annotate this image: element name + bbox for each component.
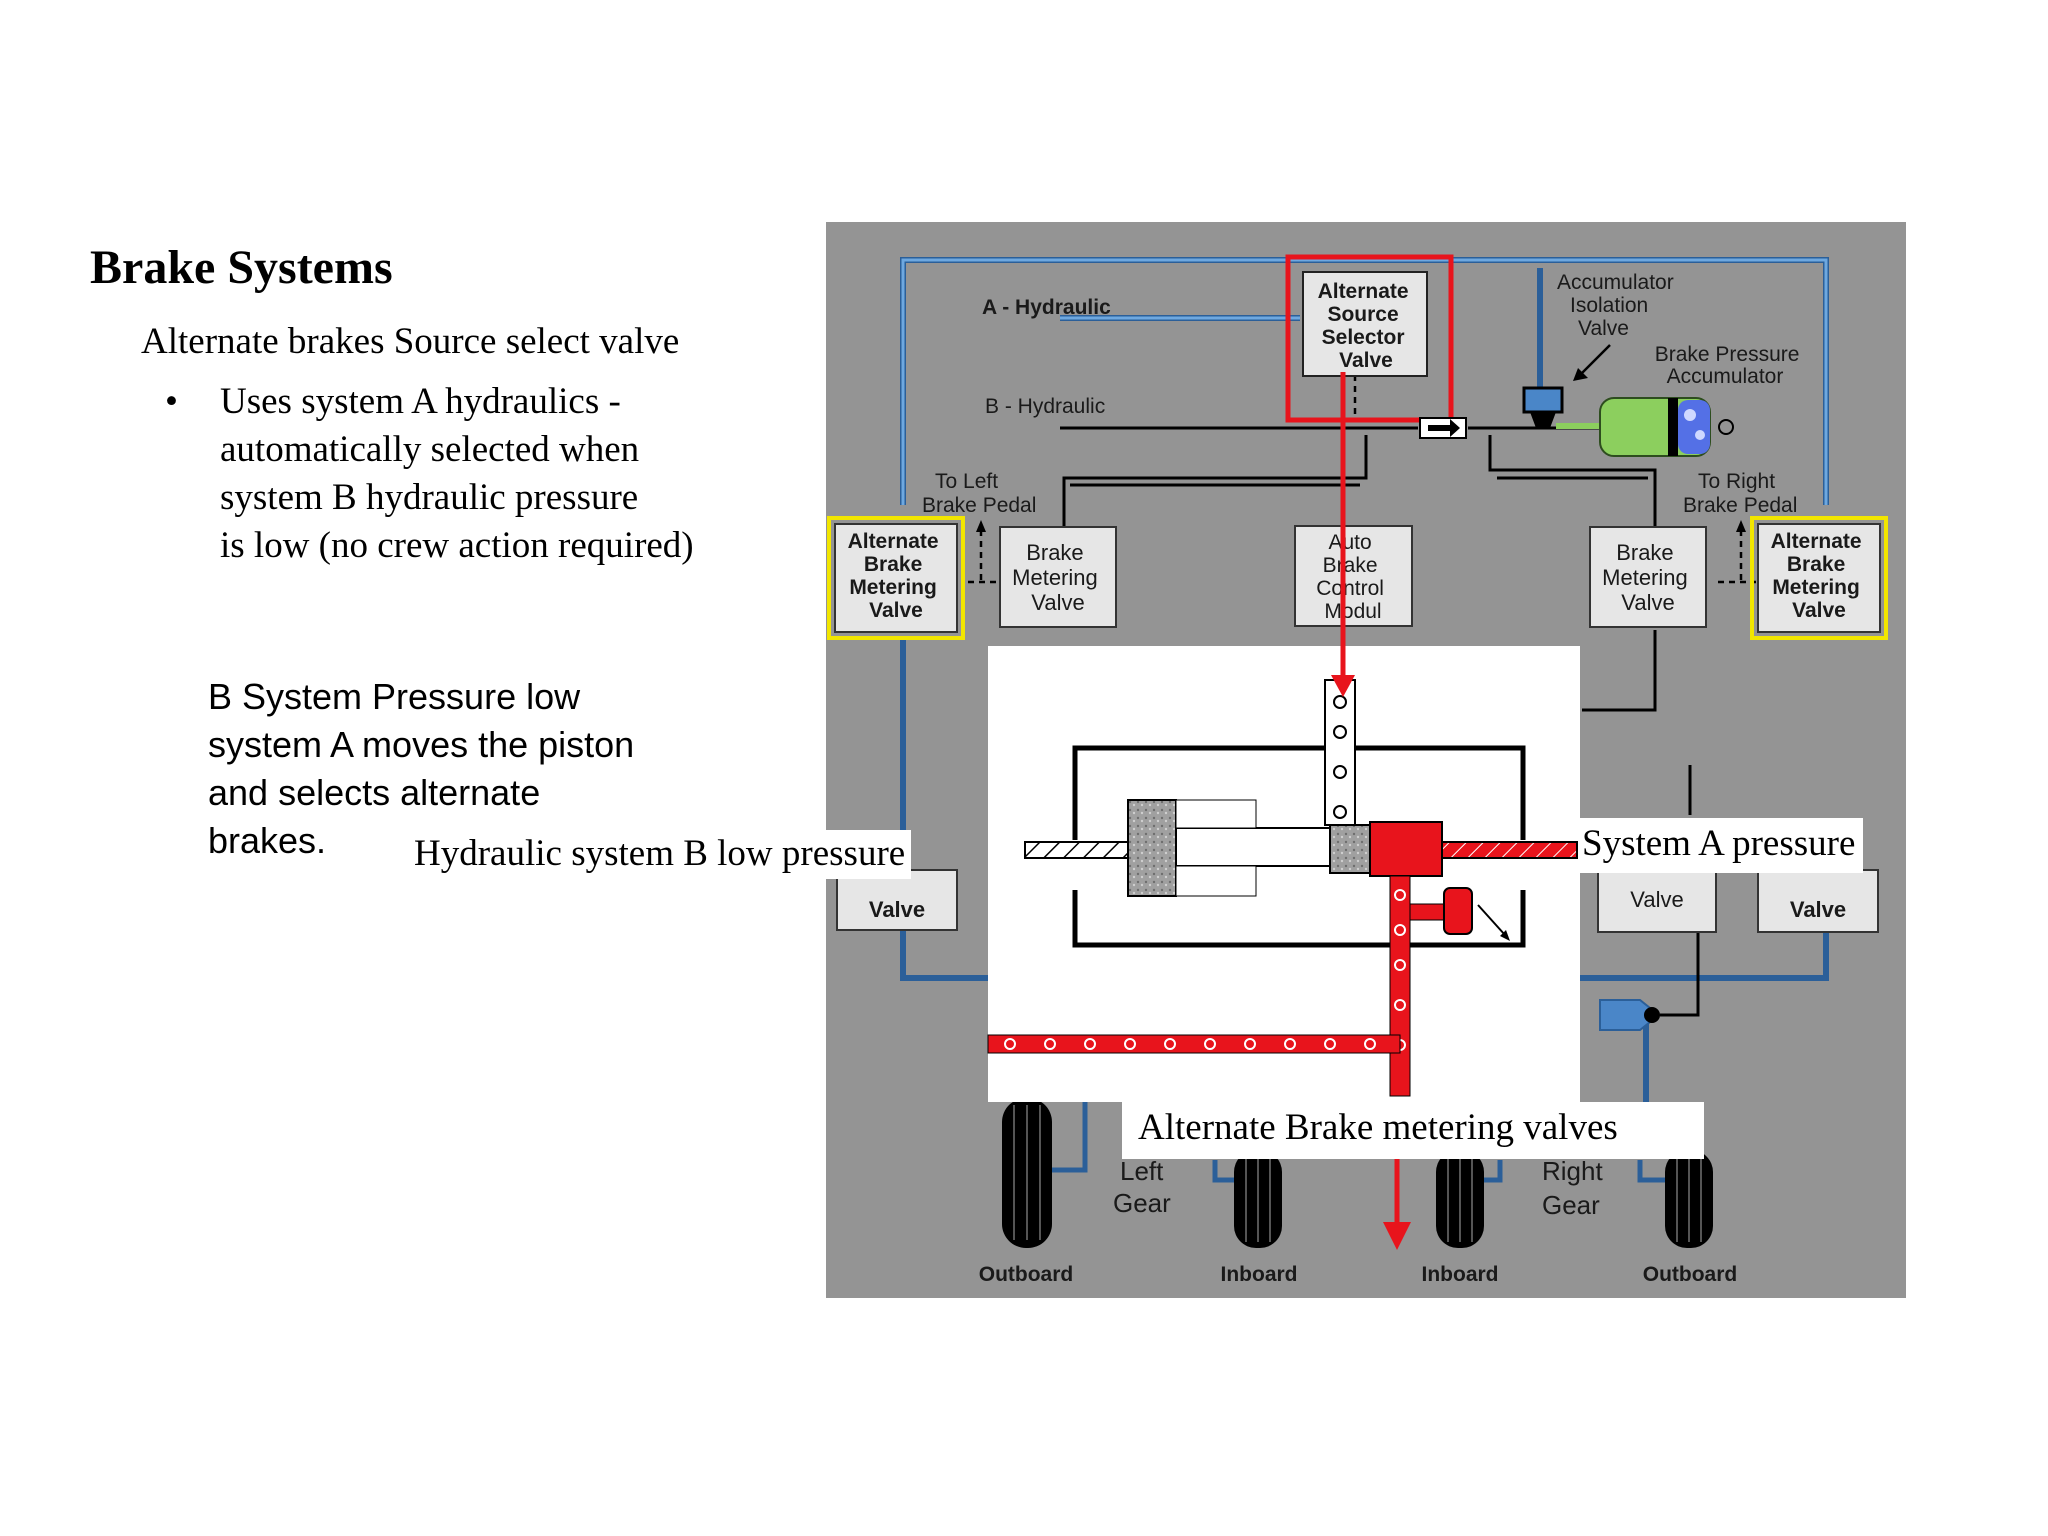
right-antiskid-label-a: Valve xyxy=(1630,887,1683,912)
bullet-line: Uses system A hydraulics - xyxy=(220,381,621,422)
left-brake-metering-valve xyxy=(999,526,1117,628)
to-left-pedal-label: To Left Brake Pedal xyxy=(922,470,1036,517)
hydraulic-blue-lines xyxy=(900,257,1829,1110)
note-line: system A moves the piston xyxy=(208,724,635,765)
valve-housing xyxy=(1072,745,1526,840)
wheel-right-outboard xyxy=(1665,1150,1713,1248)
isolation-valve-body xyxy=(1530,412,1556,428)
bullet-symbol: • xyxy=(165,381,178,422)
right-gear-label: Right Gear xyxy=(1542,1156,1610,1220)
note-line: brakes. xyxy=(208,820,327,861)
right-brake-metering-valve xyxy=(1589,526,1707,628)
left-antiskid-label: Valve xyxy=(869,897,925,922)
brake-pressure-accumulator-label: Brake Pressure Accumulator xyxy=(1655,343,1806,388)
valve-cutaway-inset xyxy=(988,646,1580,1102)
isolation-arrowhead xyxy=(1573,368,1588,381)
wheel-label-left-inboard: Inboard xyxy=(1221,1263,1298,1286)
pedal-arrows xyxy=(976,520,1746,532)
a-hydraulic-label: A - Hydraulic xyxy=(982,296,1111,319)
note-line: and selects alternate xyxy=(208,772,541,813)
b-pressure-port xyxy=(1324,679,1356,826)
a-pressure-chamber xyxy=(1369,821,1443,877)
selector-valve-label: Alternate Source Selector Valve xyxy=(1318,280,1415,372)
wheel-label-right-outboard: Outboard xyxy=(1643,1263,1738,1286)
right-alt-metering-valve xyxy=(1757,523,1881,633)
accumulator-piston xyxy=(1668,398,1678,456)
wheels xyxy=(1002,1098,1713,1248)
piston-shaft xyxy=(1175,827,1337,867)
left-brake-metering-label: Brake Metering Valve xyxy=(1012,540,1104,615)
isolation-valve xyxy=(1522,386,1564,414)
left-antiskid-valve xyxy=(836,869,958,931)
callout-alt-metering: Alternate Brake metering valves xyxy=(1122,1102,1704,1159)
callout-a-pressure: System A pressure xyxy=(1580,818,1864,873)
left-alt-metering-valve xyxy=(834,523,958,633)
piston-rod-left xyxy=(1024,841,1131,859)
bullet-line: automatically selected when xyxy=(220,429,640,470)
check-valve-arrow xyxy=(1428,419,1460,437)
metering-arrowhead xyxy=(1383,1222,1411,1250)
wheel-right-inboard xyxy=(1436,1150,1484,1248)
left-alt-metering-label: Alternate Brake Metering Valve xyxy=(848,530,945,622)
pedal-links xyxy=(968,375,1756,584)
wheel-label-right-inboard: Inboard xyxy=(1422,1263,1499,1286)
relief-valve-stem xyxy=(1409,903,1445,921)
right-antiskid-valve xyxy=(1597,869,1717,933)
isolation-arrow xyxy=(1579,344,1611,376)
piston-sleeve-lower xyxy=(1175,865,1257,897)
to-right-pedal-label: To Right Brake Pedal xyxy=(1683,470,1797,517)
note-line: B System Pressure low xyxy=(208,676,581,717)
right-brake-metering-label: Brake Metering Valve xyxy=(1602,540,1694,615)
selector-valve-highlight xyxy=(1285,254,1454,423)
accumulator-gauge xyxy=(1718,419,1734,435)
relief-valve-pointer xyxy=(1477,904,1506,936)
selector-arrowhead xyxy=(1331,675,1355,697)
explanation-note: B System Pressure low system A moves the… xyxy=(208,673,634,865)
bullet-line: is low (no crew action required) xyxy=(220,525,694,566)
left-alt-metering-highlight xyxy=(827,516,965,640)
relief-valve xyxy=(1443,887,1473,935)
piston-head xyxy=(1127,799,1177,897)
selector-valve-box xyxy=(1302,271,1428,377)
a-pressure-rod xyxy=(1441,841,1578,859)
wheel-left-inboard xyxy=(1234,1150,1282,1248)
a-pressure-outlet xyxy=(1389,875,1411,1097)
left-gear-label: Left Gear xyxy=(1113,1156,1171,1218)
wheel-label-left-outboard: Outboard xyxy=(979,1263,1074,1286)
piston-sleeve xyxy=(1175,799,1257,829)
a-pressure-distribution xyxy=(987,1034,1401,1054)
right-alt-metering-label: Alternate Brake Metering Valve xyxy=(1771,530,1868,622)
slide-title: Brake Systems xyxy=(90,241,393,294)
auto-brake-module xyxy=(1294,525,1413,627)
auto-brake-module-label: Auto Brake Control Modul xyxy=(1316,531,1390,623)
accumulator-isolation-label: Accumulator Isolation Valve xyxy=(1557,271,1680,340)
b-hydraulic-label: B - Hydraulic xyxy=(985,395,1105,418)
wheel-blue-lines xyxy=(1052,1100,1665,1183)
right-antiskid-valve-2 xyxy=(1757,869,1879,933)
bullet-line: system B hydraulic pressure xyxy=(220,477,639,518)
shuttle-valve xyxy=(1599,999,1651,1031)
callout-b-low-pressure: Hydraulic system B low pressure xyxy=(408,830,912,879)
accumulator-gas xyxy=(1678,400,1710,454)
subtitle: Alternate brakes Source select valve xyxy=(141,321,680,362)
hydraulic-b-lines xyxy=(1060,426,1700,1017)
right-alt-metering-highlight xyxy=(1750,516,1888,640)
right-antiskid-label-b: Valve xyxy=(1790,897,1846,922)
spool-gray xyxy=(1329,824,1371,874)
wheel-left-outboard xyxy=(1002,1098,1052,1248)
